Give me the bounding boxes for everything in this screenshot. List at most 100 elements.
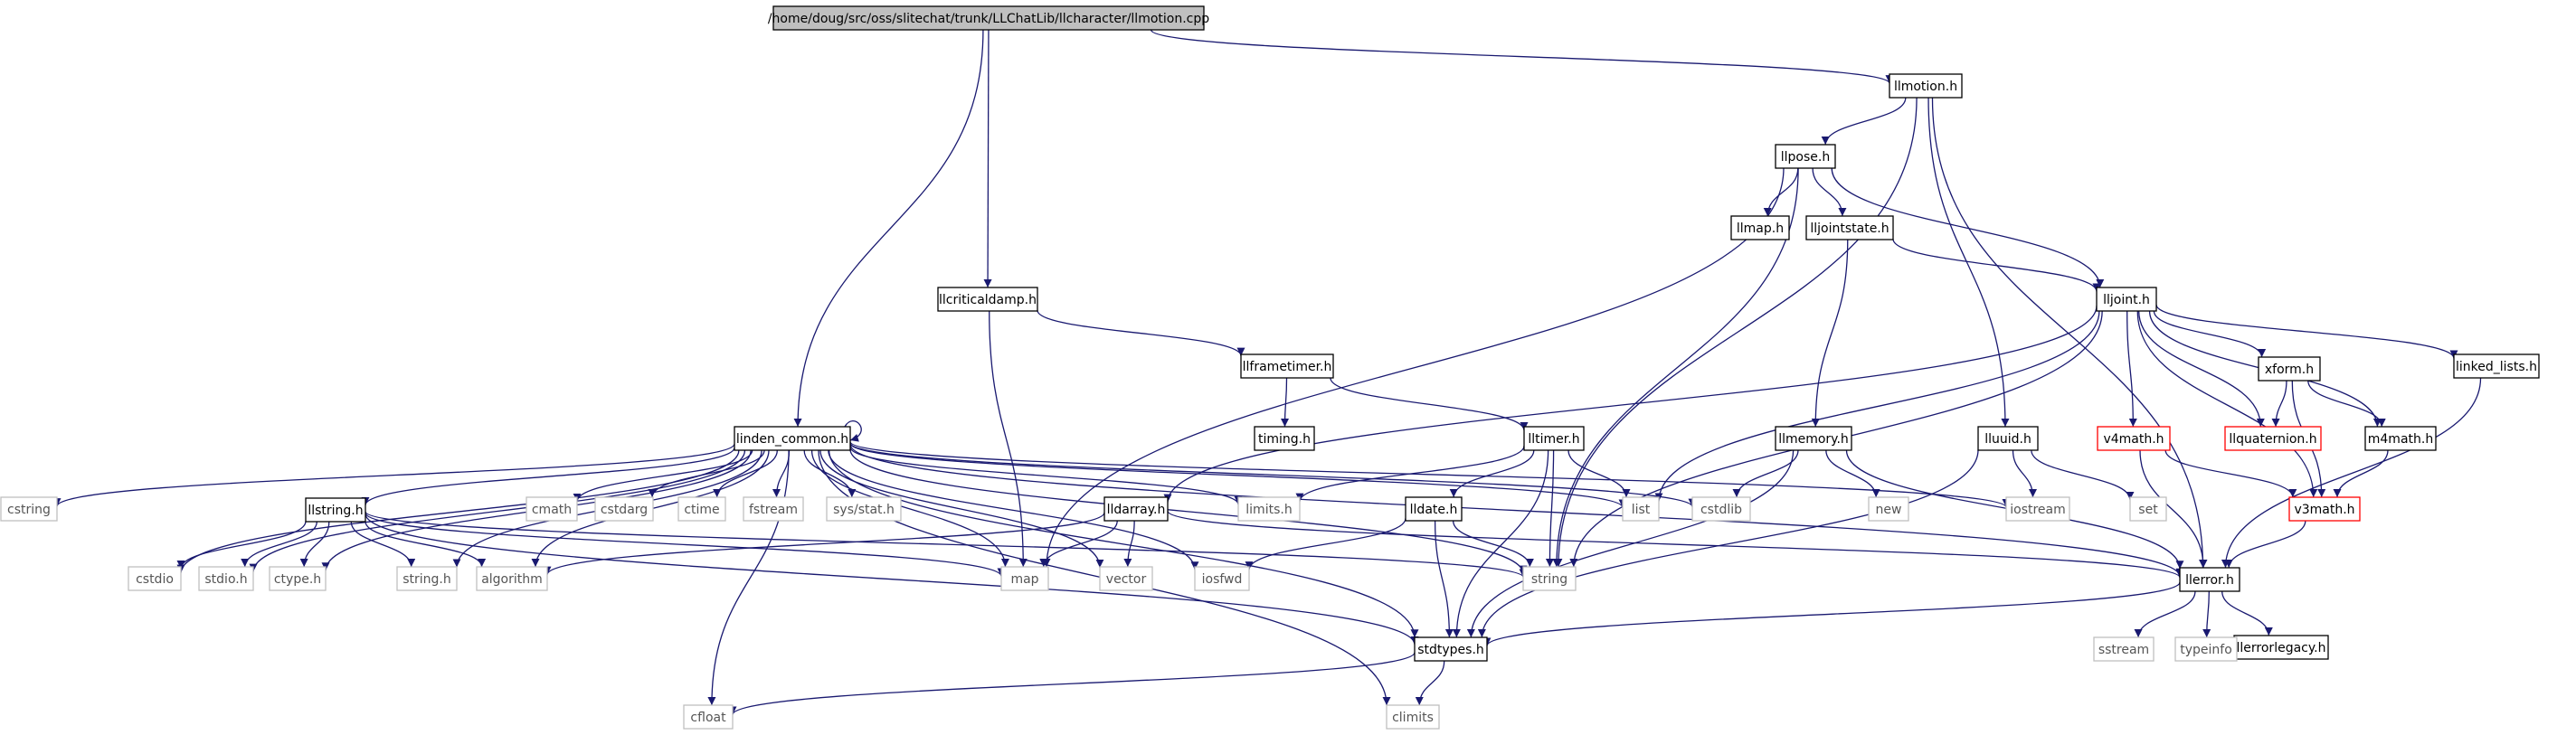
edge-lldate-to-iosfwd — [1245, 518, 1406, 570]
edge-llframetimer-to-lltimer — [1330, 377, 1529, 431]
node-box-cstdio — [128, 566, 182, 591]
node-label-llmemory: llmemory.h — [1778, 432, 1849, 447]
node-label-iosfwd: iosfwd — [1202, 572, 1243, 587]
node-box-map — [1000, 566, 1049, 591]
edge-lltimer-to-lldate — [1449, 449, 1535, 498]
node-lljoint[interactable]: lljoint.h — [2096, 287, 2157, 312]
node-box-limits_h — [1237, 496, 1301, 522]
node-v3math[interactable]: v3math.h — [2288, 496, 2361, 522]
node-llmap[interactable]: llmap.h — [1730, 215, 1790, 240]
edge-llmemory-to-new — [1825, 449, 1880, 498]
node-label-cfloat: cfloat — [690, 711, 726, 725]
edge-llpose-to-lljointstate — [1812, 167, 1847, 217]
node-box-llerror — [2179, 567, 2240, 592]
node-stdtypes[interactable]: stdtypes.h — [1414, 636, 1488, 662]
node-lluuid[interactable]: lluuid.h — [1977, 426, 2039, 451]
edge-linden_common-to-cstring — [52, 443, 735, 507]
node-box-iostream — [2005, 496, 2070, 522]
node-box-fstream — [743, 496, 804, 522]
node-box-m4math — [2364, 426, 2437, 451]
node-label-cstdio: cstdio — [136, 572, 174, 587]
node-box-ctype_h — [269, 566, 327, 591]
node-iostream: iostream — [2005, 496, 2070, 522]
node-box-stdtypes — [1414, 636, 1488, 662]
edge-lljoint-to-xform — [2153, 310, 2267, 358]
node-label-ctype_h: ctype.h — [274, 572, 321, 587]
node-llquaternion[interactable]: llquaternion.h — [2224, 426, 2322, 451]
node-set: set — [2129, 496, 2167, 522]
node-lltimer[interactable]: lltimer.h — [1523, 426, 1585, 451]
node-ctype_h: ctype.h — [269, 566, 327, 591]
edge-llstring-to-string — [365, 511, 1528, 578]
node-cfloat: cfloat — [683, 704, 734, 730]
edge-v4math-to-v3math — [2164, 449, 2297, 498]
node-m4math[interactable]: m4math.h — [2364, 426, 2437, 451]
edge-v3math-to-llerror — [2224, 520, 2306, 569]
node-v4math[interactable]: v4math.h — [2097, 426, 2171, 451]
node-climits: climits — [1386, 704, 1440, 730]
node-box-stdio_h — [198, 566, 254, 591]
node-box-climits — [1386, 704, 1440, 730]
node-map: map — [1000, 566, 1049, 591]
node-ctime: ctime — [677, 496, 726, 522]
edge-linden_common-to-cstdlib — [849, 442, 1697, 508]
node-box-llmotion — [1889, 73, 1963, 99]
node-box-root — [772, 5, 1205, 31]
node-string: string — [1522, 566, 1577, 591]
edge-llmemory-to-stdtypes — [1466, 449, 1795, 638]
edge-llpose-to-string — [1552, 167, 1799, 568]
node-box-linden_common — [734, 426, 851, 451]
node-cstdarg: cstdarg — [594, 496, 654, 522]
node-box-llquaternion — [2224, 426, 2322, 451]
edge-linden_common-to-stdtypes — [828, 449, 1419, 638]
node-new: new — [1868, 496, 1909, 522]
edge-linden_common-to-llerror — [849, 444, 2184, 577]
node-label-cstring: cstring — [7, 503, 51, 517]
node-box-v3math — [2288, 496, 2361, 522]
edge-stdtypes-to-climits — [1415, 660, 1445, 706]
node-label-lluuid: lluuid.h — [1984, 432, 2031, 447]
node-llerrorlegacy[interactable]: llerrorlegacy.h — [2233, 635, 2329, 660]
node-lldate[interactable]: lldate.h — [1405, 496, 1463, 522]
node-llpose[interactable]: llpose.h — [1775, 144, 1836, 169]
node-timing[interactable]: timing.h — [1254, 426, 1315, 451]
nodes-layer: /home/doug/src/oss/slitechat/trunk/LLCha… — [0, 5, 2540, 730]
edge-xform-to-llquaternion — [2271, 380, 2287, 428]
edge-llpose-to-lljoint — [1831, 167, 2105, 288]
edge-linden_common-to-stdio_h — [249, 449, 746, 572]
node-label-sysstat: sys/stat.h — [833, 503, 895, 517]
node-box-ctime — [677, 496, 726, 522]
edge-lldarray-to-vector — [1123, 520, 1135, 568]
node-xform[interactable]: xform.h — [2258, 356, 2321, 382]
edge-lljoint-to-llquaternion — [2138, 310, 2265, 428]
node-llmemory[interactable]: llmemory.h — [1775, 426, 1852, 451]
node-root[interactable]: /home/doug/src/oss/slitechat/trunk/LLCha… — [768, 5, 1209, 31]
node-llerror[interactable]: llerror.h — [2179, 567, 2240, 592]
edge-llstring-to-cstdio — [176, 521, 307, 570]
edge-llerror-to-sstream — [2134, 590, 2196, 638]
node-llcriticaldamp[interactable]: llcriticaldamp.h — [937, 287, 1038, 312]
edge-llstring-to-stdtypes — [365, 514, 1419, 645]
node-linden_common[interactable]: linden_common.h — [734, 426, 851, 451]
edge-linden_common-to-list — [849, 442, 1627, 508]
edge-lljoint-to-list — [1654, 310, 2100, 502]
node-box-llmemory — [1775, 426, 1852, 451]
node-box-xform — [2258, 356, 2321, 382]
edge-linked_lists-to-llerror — [2221, 377, 2482, 569]
node-cstdio: cstdio — [128, 566, 182, 591]
node-box-lltimer — [1523, 426, 1585, 451]
node-label-llerror: llerror.h — [2185, 573, 2234, 588]
node-linked_lists[interactable]: linked_lists.h — [2453, 353, 2540, 379]
node-label-limits_h: limits.h — [1245, 503, 1292, 517]
node-box-lljointstate — [1805, 215, 1894, 240]
node-box-llmap — [1730, 215, 1790, 240]
node-label-xform: xform.h — [2265, 363, 2314, 377]
node-llmotion[interactable]: llmotion.h — [1889, 73, 1963, 99]
node-llstring[interactable]: llstring.h — [305, 497, 366, 523]
node-iosfwd: iosfwd — [1194, 566, 1250, 591]
node-lljointstate[interactable]: lljointstate.h — [1805, 215, 1894, 240]
node-llframetimer[interactable]: llframetimer.h — [1240, 353, 1334, 379]
node-box-iosfwd — [1194, 566, 1250, 591]
edge-lljoint-to-v4math — [2126, 310, 2137, 428]
node-lldarray[interactable]: lldarray.h — [1103, 496, 1169, 522]
